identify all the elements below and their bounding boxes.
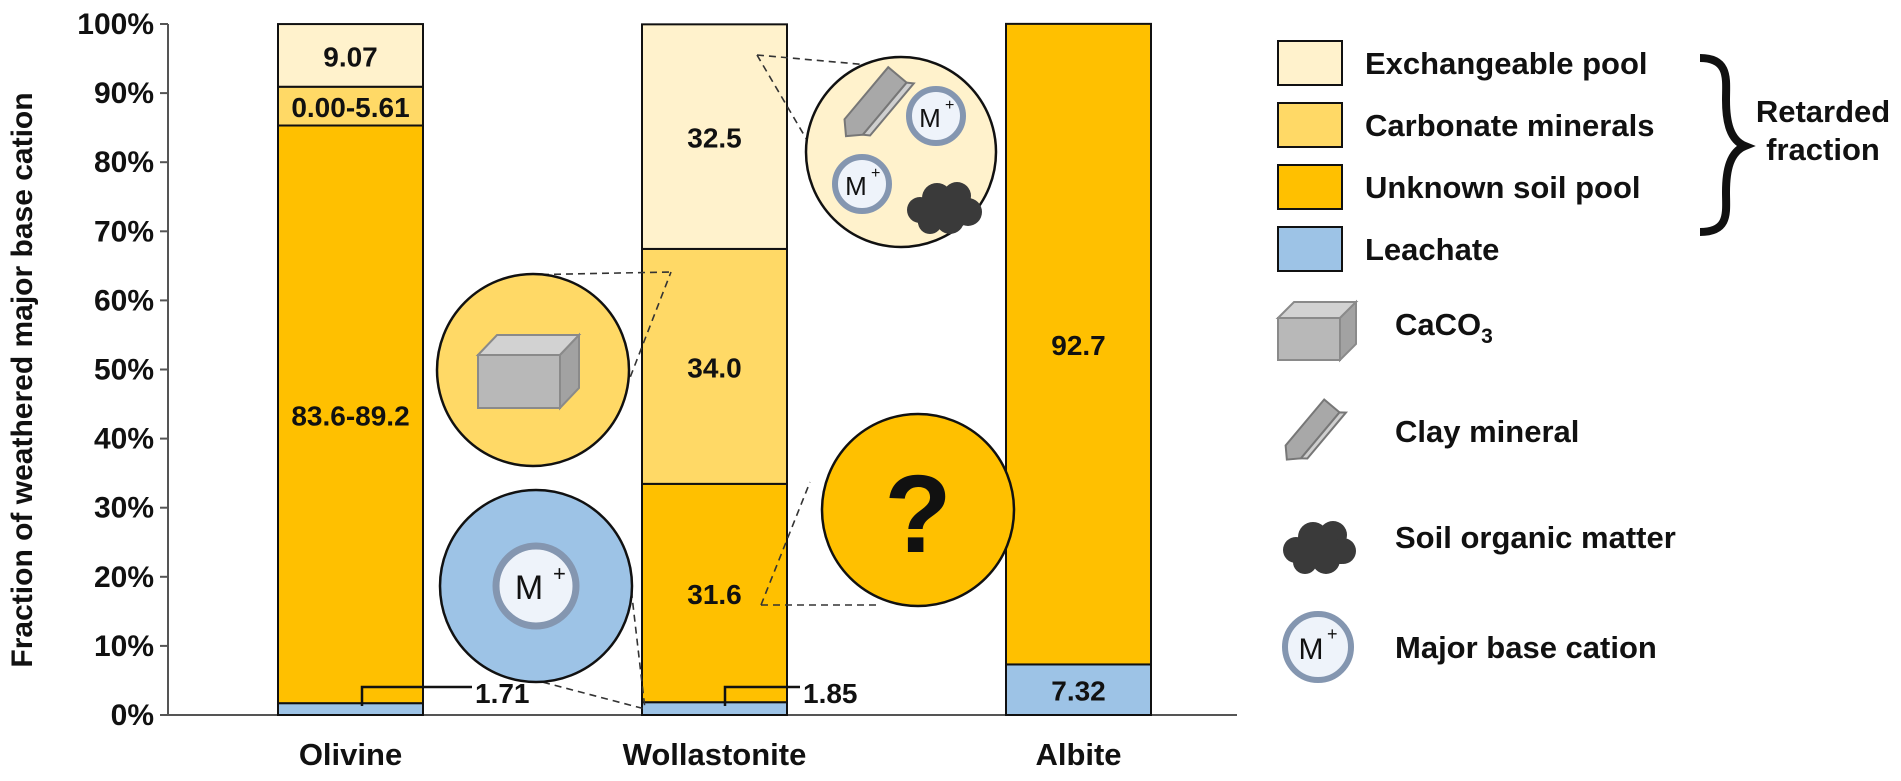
legend-label: Leachate	[1365, 232, 1499, 267]
cation-symbol: M	[515, 569, 543, 607]
bar-exchangeable-segment	[641, 23, 788, 250]
y-axis-label: Fraction of weathered major base cation	[6, 92, 39, 667]
y-tick-label: 40%	[94, 423, 154, 456]
bar-value-label: 34.0	[687, 352, 742, 383]
icon-legend-label: Soil organic matter	[1395, 520, 1676, 555]
bar-value-label: 9.07	[323, 41, 378, 72]
base-cation-icon: M +	[906, 86, 966, 146]
legend-swatch	[1277, 226, 1343, 272]
x-tick-labels: Olivine Wollastonite Albite	[299, 737, 1122, 772]
y-tick-label: 0%	[111, 699, 154, 732]
inset-connector-line	[625, 271, 672, 389]
icon-legend-label: Major base cation	[1395, 630, 1657, 665]
leader-line	[723, 685, 800, 706]
y-tick-label: 70%	[94, 215, 154, 248]
bar-unknown-soil-pool-segment	[1005, 22, 1152, 666]
y-ticks: 0% 10% 20% 30% 40% 50% 60% 70% 80% 90% 100%	[77, 8, 168, 732]
bar-unknown-soil-pool-segment	[641, 482, 788, 704]
y-tick-label: 80%	[94, 146, 154, 179]
y-tick-label: 50%	[94, 354, 154, 387]
y-tick-label: 100%	[77, 8, 154, 41]
base-cation-icon: M +	[832, 154, 892, 214]
cation-charge: +	[871, 165, 880, 182]
cation-symbol: M	[919, 103, 941, 133]
subscript: 3	[1481, 325, 1493, 348]
base-cation-icon: M +	[1282, 611, 1354, 683]
bar-leachate-segment	[641, 701, 788, 716]
inset-connector-line	[629, 578, 646, 710]
bar-value-label: 83.6-89.2	[291, 400, 409, 431]
bar-exchangeable-segment	[277, 23, 424, 88]
legend-bracket	[1699, 54, 1756, 236]
bar-carbonate-segment	[277, 85, 424, 127]
bar-value-label: 0.00-5.61	[291, 92, 409, 123]
leader-line	[360, 685, 472, 706]
y-tick-label: 20%	[94, 561, 154, 594]
caco3-block-icon	[1275, 299, 1359, 363]
bracket-label: fraction	[1766, 132, 1880, 167]
unknown-inset-circle	[820, 412, 1016, 608]
cation-symbol: M	[845, 171, 867, 201]
cation-charge: +	[553, 561, 566, 586]
icon-legend-label: Clay mineral	[1395, 414, 1579, 449]
cation-symbol: M	[1299, 633, 1324, 666]
bars: 1.71 83.6-89.2 0.00-5.61 9.07 1.85 31.6 34.0 32…	[277, 22, 1152, 717]
clay-mineral-icon	[1284, 398, 1349, 461]
legend-swatch	[1277, 164, 1343, 210]
legend-label: Unknown soil pool	[1365, 170, 1641, 205]
unknown-symbol: ?	[884, 453, 951, 576]
y-tick-label: 30%	[94, 492, 154, 525]
bar-carbonate-segment	[641, 247, 788, 485]
caco3-block-icon	[475, 332, 582, 411]
cation-charge: +	[945, 97, 954, 114]
x-tick-label: Wollastonite	[623, 737, 807, 772]
y-tick-label: 90%	[94, 77, 154, 110]
inset-circles: M + M + M +	[360, 54, 1016, 710]
inset-connector-line	[756, 54, 845, 204]
y-tick-label: 10%	[94, 630, 154, 663]
legend-label: Exchangeable pool	[1365, 46, 1648, 81]
base-cation-icon: M +	[492, 542, 580, 630]
clay-mineral-icon	[843, 65, 916, 138]
x-tick-label: Albite	[1035, 737, 1121, 772]
bar-leachate-segment	[277, 702, 424, 716]
bar-value-label: 1.71	[475, 678, 530, 709]
bar-value-label: 7.32	[1051, 676, 1106, 707]
x-tick-label: Olivine	[299, 737, 402, 772]
bar-value-label: 31.6	[687, 579, 742, 610]
bar-leachate-segment	[1005, 663, 1152, 717]
legend-swatch	[1277, 40, 1343, 86]
y-tick-label: 60%	[94, 284, 154, 317]
bar-unknown-soil-pool-segment	[277, 124, 424, 705]
icon-legend-label: CaCO3	[1395, 307, 1493, 348]
soil-organic-matter-icon	[907, 182, 982, 234]
legend-swatch	[1277, 102, 1343, 148]
cation-charge: +	[1327, 624, 1338, 644]
bar-value-label: 32.5	[687, 123, 742, 154]
bar-value-label: 92.7	[1051, 330, 1106, 361]
inset-connector-line	[756, 54, 881, 67]
bracket-label: Retarded	[1756, 94, 1890, 129]
inset-connector-line	[760, 481, 811, 606]
bar-value-label: 1.85	[803, 678, 858, 709]
soil-organic-matter-icon	[1283, 521, 1356, 574]
legend-label: Carbonate minerals	[1365, 108, 1654, 143]
